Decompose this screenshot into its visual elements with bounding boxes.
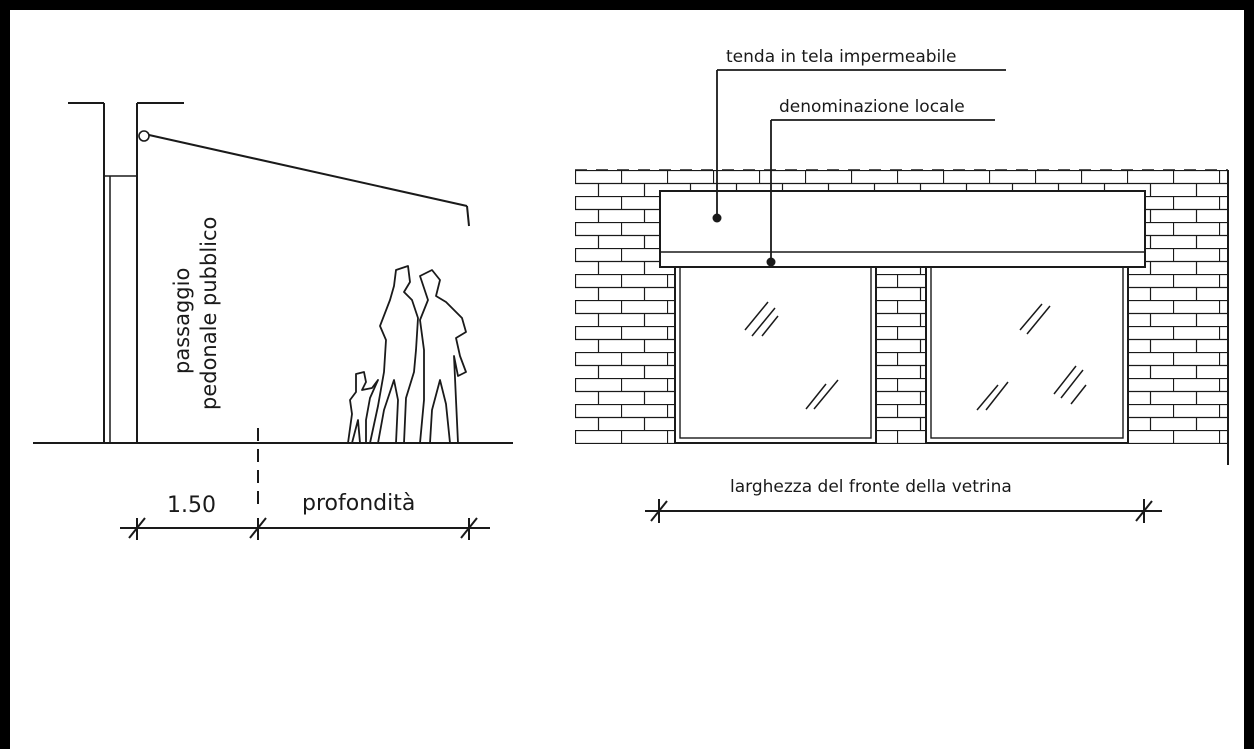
- elevation-view: tenda in tela impermeabile denominazione…: [575, 47, 1229, 523]
- leader-sign: [766, 119, 995, 267]
- building-wall: [68, 102, 184, 443]
- width-label: larghezza del fronte della vetrina: [730, 477, 1012, 497]
- sign-label: denominazione locale: [779, 97, 965, 117]
- section-vertical-label-1: passaggio: [170, 268, 194, 374]
- child-figure: [347, 371, 379, 444]
- shop-window-left: [674, 266, 877, 444]
- section-view: passaggio pedonale pubblico 1.50 profond…: [33, 102, 513, 540]
- leader-awning: [712, 69, 1006, 223]
- adult-figure-2: [419, 269, 467, 444]
- awning-label: tenda in tela impermeabile: [726, 47, 956, 67]
- awning-signboard: [659, 190, 1146, 268]
- elevation-dimension-line: [645, 499, 1162, 523]
- section-dimension-line: [120, 517, 490, 540]
- dimension-label-1-50: 1.50: [167, 493, 216, 518]
- awning-profile: [138, 130, 470, 227]
- dimension-label-depth: profondità: [302, 491, 415, 516]
- adult-figure-1: [369, 265, 419, 444]
- section-vertical-label-2: pedonale pubblico: [197, 217, 221, 410]
- people-figures: [347, 265, 467, 444]
- shop-window-right: [925, 266, 1129, 444]
